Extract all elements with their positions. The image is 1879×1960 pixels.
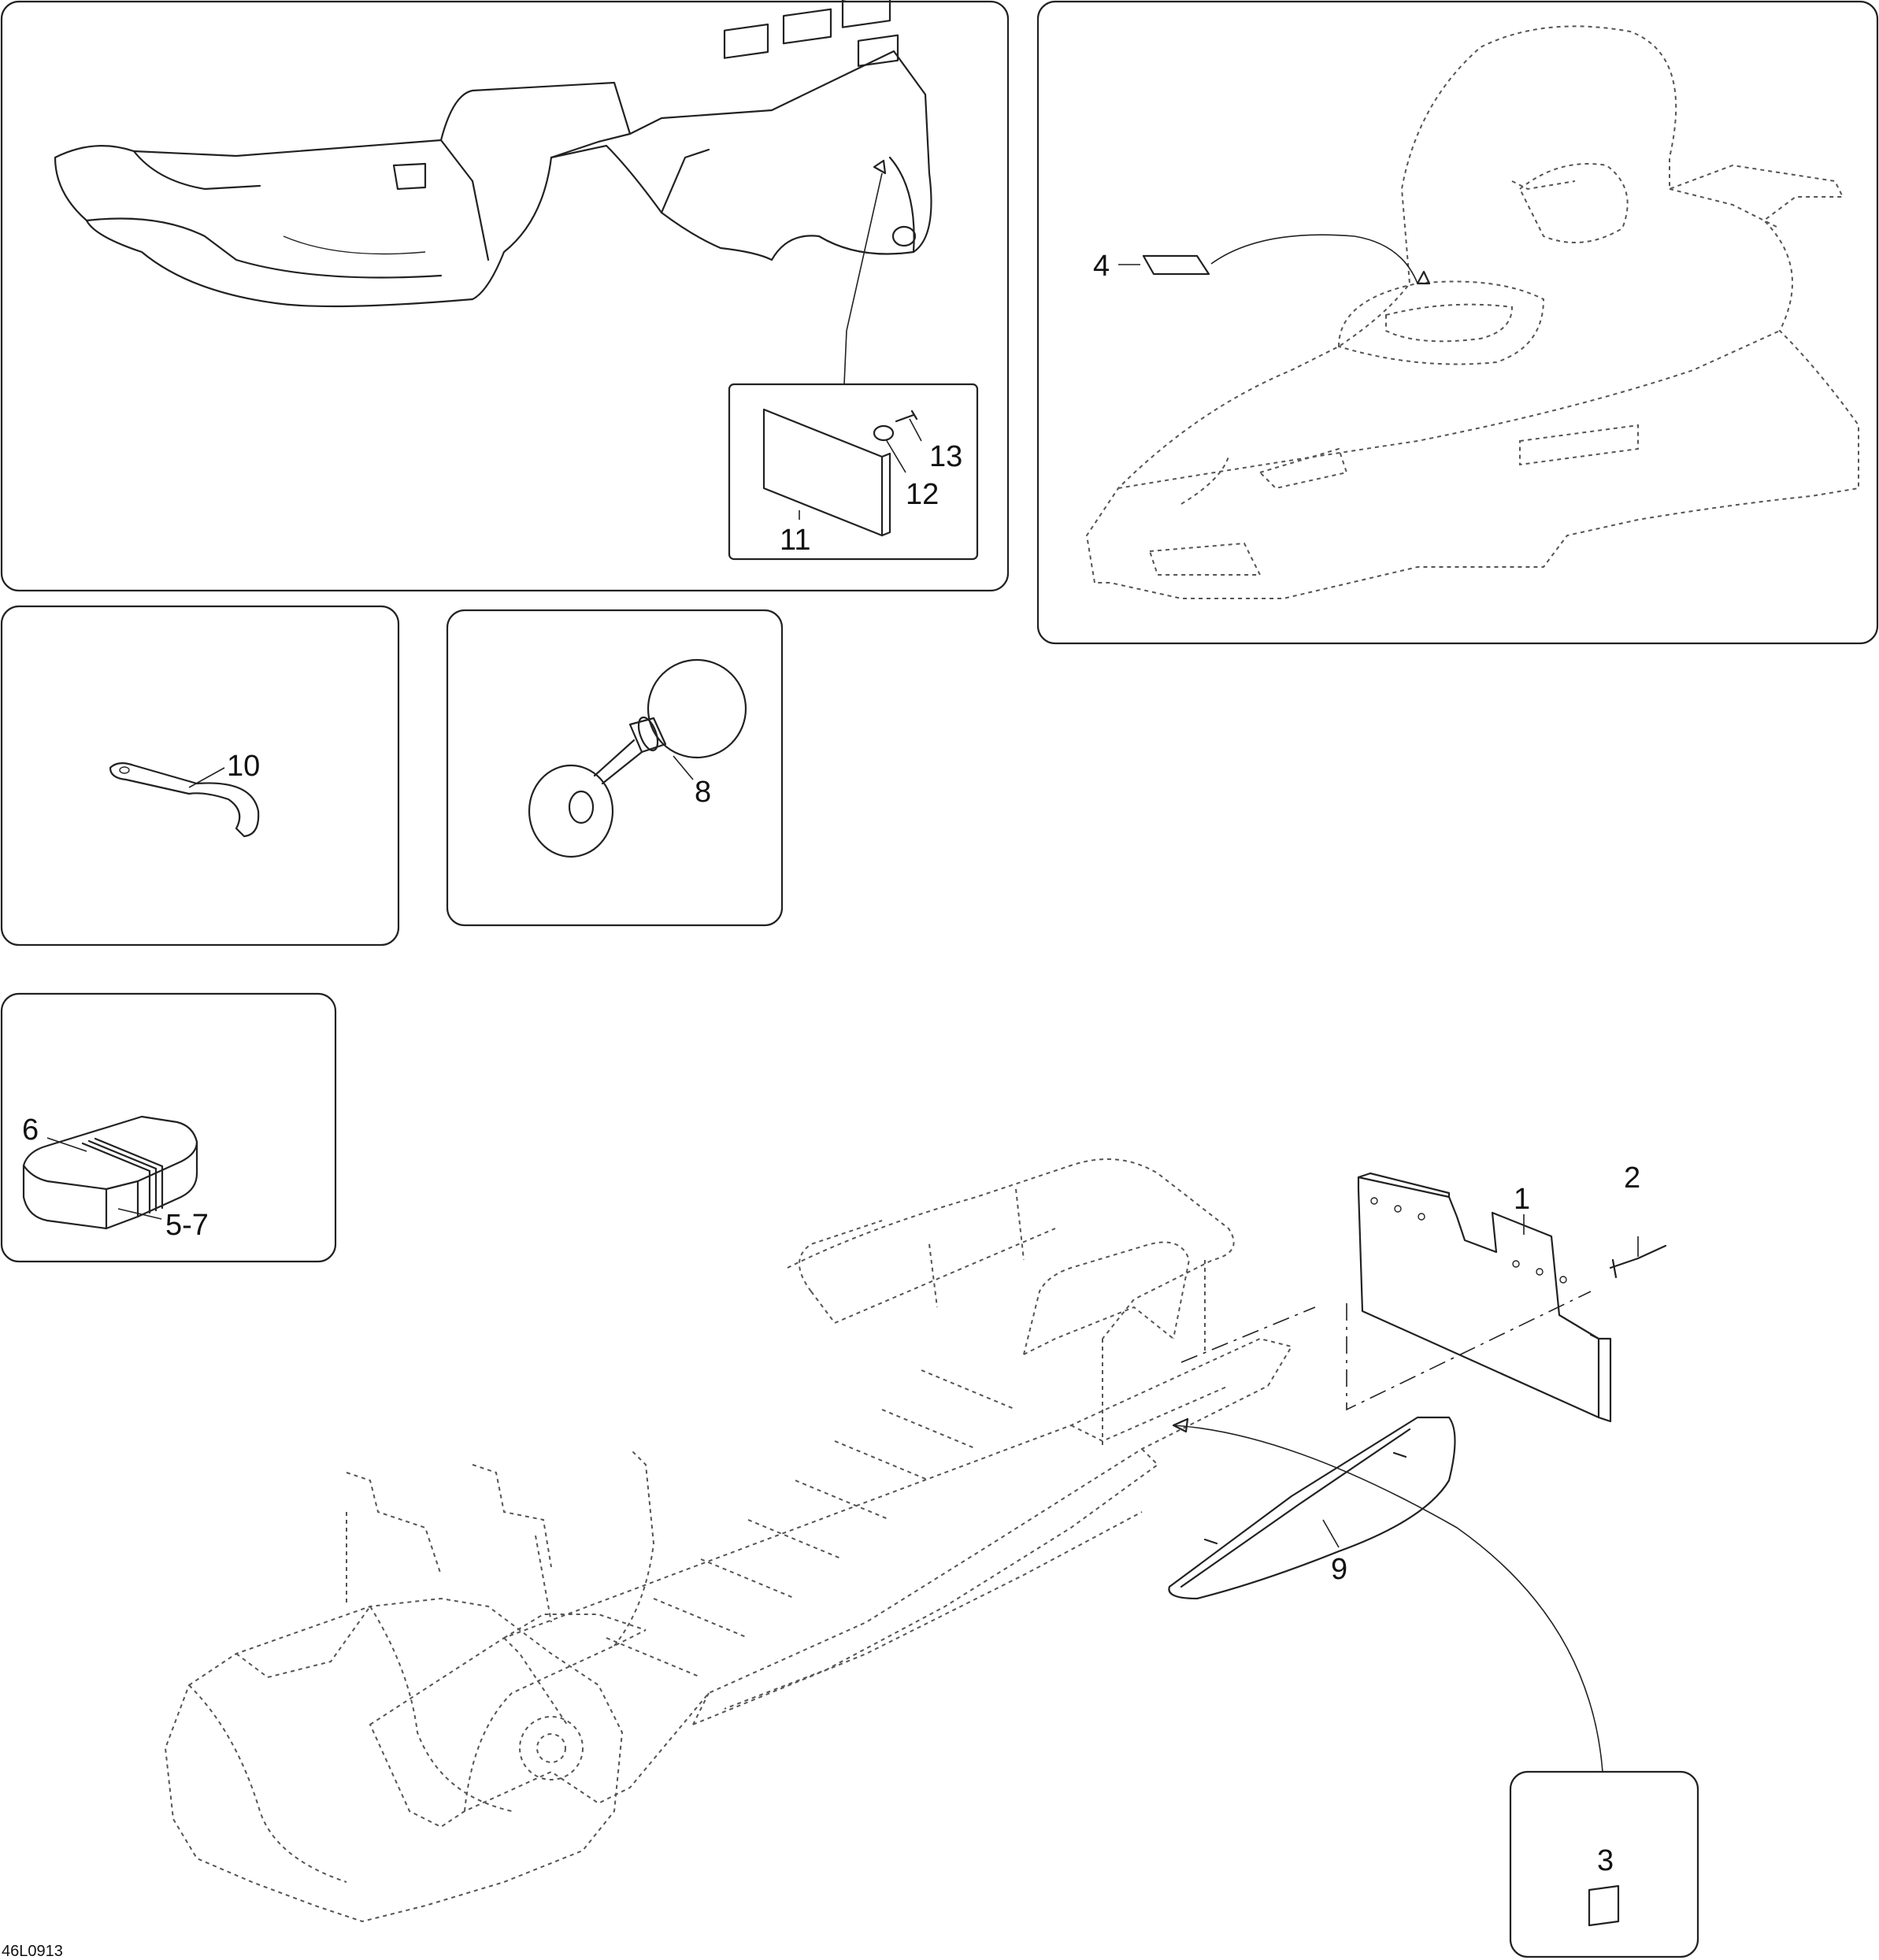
callout-10: 10 xyxy=(227,750,260,783)
panel-wrench: 10 xyxy=(0,605,400,947)
side-deflector xyxy=(1168,1416,1456,1600)
panel-horn: 8 xyxy=(446,609,784,927)
spanner-wrench xyxy=(109,762,260,838)
callout-6: 6 xyxy=(22,1113,39,1147)
reflector-3 xyxy=(1588,1884,1620,1927)
tool-kit-bag xyxy=(22,1115,198,1230)
reflector-4 xyxy=(1142,254,1210,276)
callout-3: 3 xyxy=(1597,1844,1614,1877)
chassis-frame xyxy=(164,1158,1293,1923)
leader-3 xyxy=(1173,1425,1603,1773)
frame-slots xyxy=(606,1369,1017,1678)
callout-12: 12 xyxy=(906,478,939,511)
screw-13 xyxy=(895,409,918,423)
panel-rear-bumper: 11 12 13 xyxy=(0,0,1010,592)
callout-2: 2 xyxy=(1624,1162,1640,1195)
panel-hood: 4 xyxy=(1036,0,1879,645)
callout-9: 9 xyxy=(1331,1553,1347,1586)
rear-bumper-drawing xyxy=(54,0,932,308)
hood-drawing xyxy=(1085,25,1859,599)
callout-4: 4 xyxy=(1093,250,1110,283)
callout-8: 8 xyxy=(695,776,711,809)
panel-reflector-3: 3 xyxy=(1509,1770,1699,1958)
leader-3-arrow xyxy=(1172,1417,1189,1433)
callout-11: 11 xyxy=(780,524,810,557)
drawing-code: 46L0913 xyxy=(2,1943,63,1960)
reflector-inset xyxy=(728,159,979,561)
snow-flap xyxy=(1180,1172,1667,1423)
callout-1: 1 xyxy=(1514,1183,1530,1216)
rivet-2 xyxy=(1609,1244,1667,1279)
panel-tool-kit: 6 5-7 xyxy=(0,992,337,1263)
callout-13: 13 xyxy=(929,440,962,473)
callout-5-7: 5-7 xyxy=(165,1209,209,1242)
washer-12 xyxy=(873,424,895,442)
horn-bulb xyxy=(528,658,747,858)
